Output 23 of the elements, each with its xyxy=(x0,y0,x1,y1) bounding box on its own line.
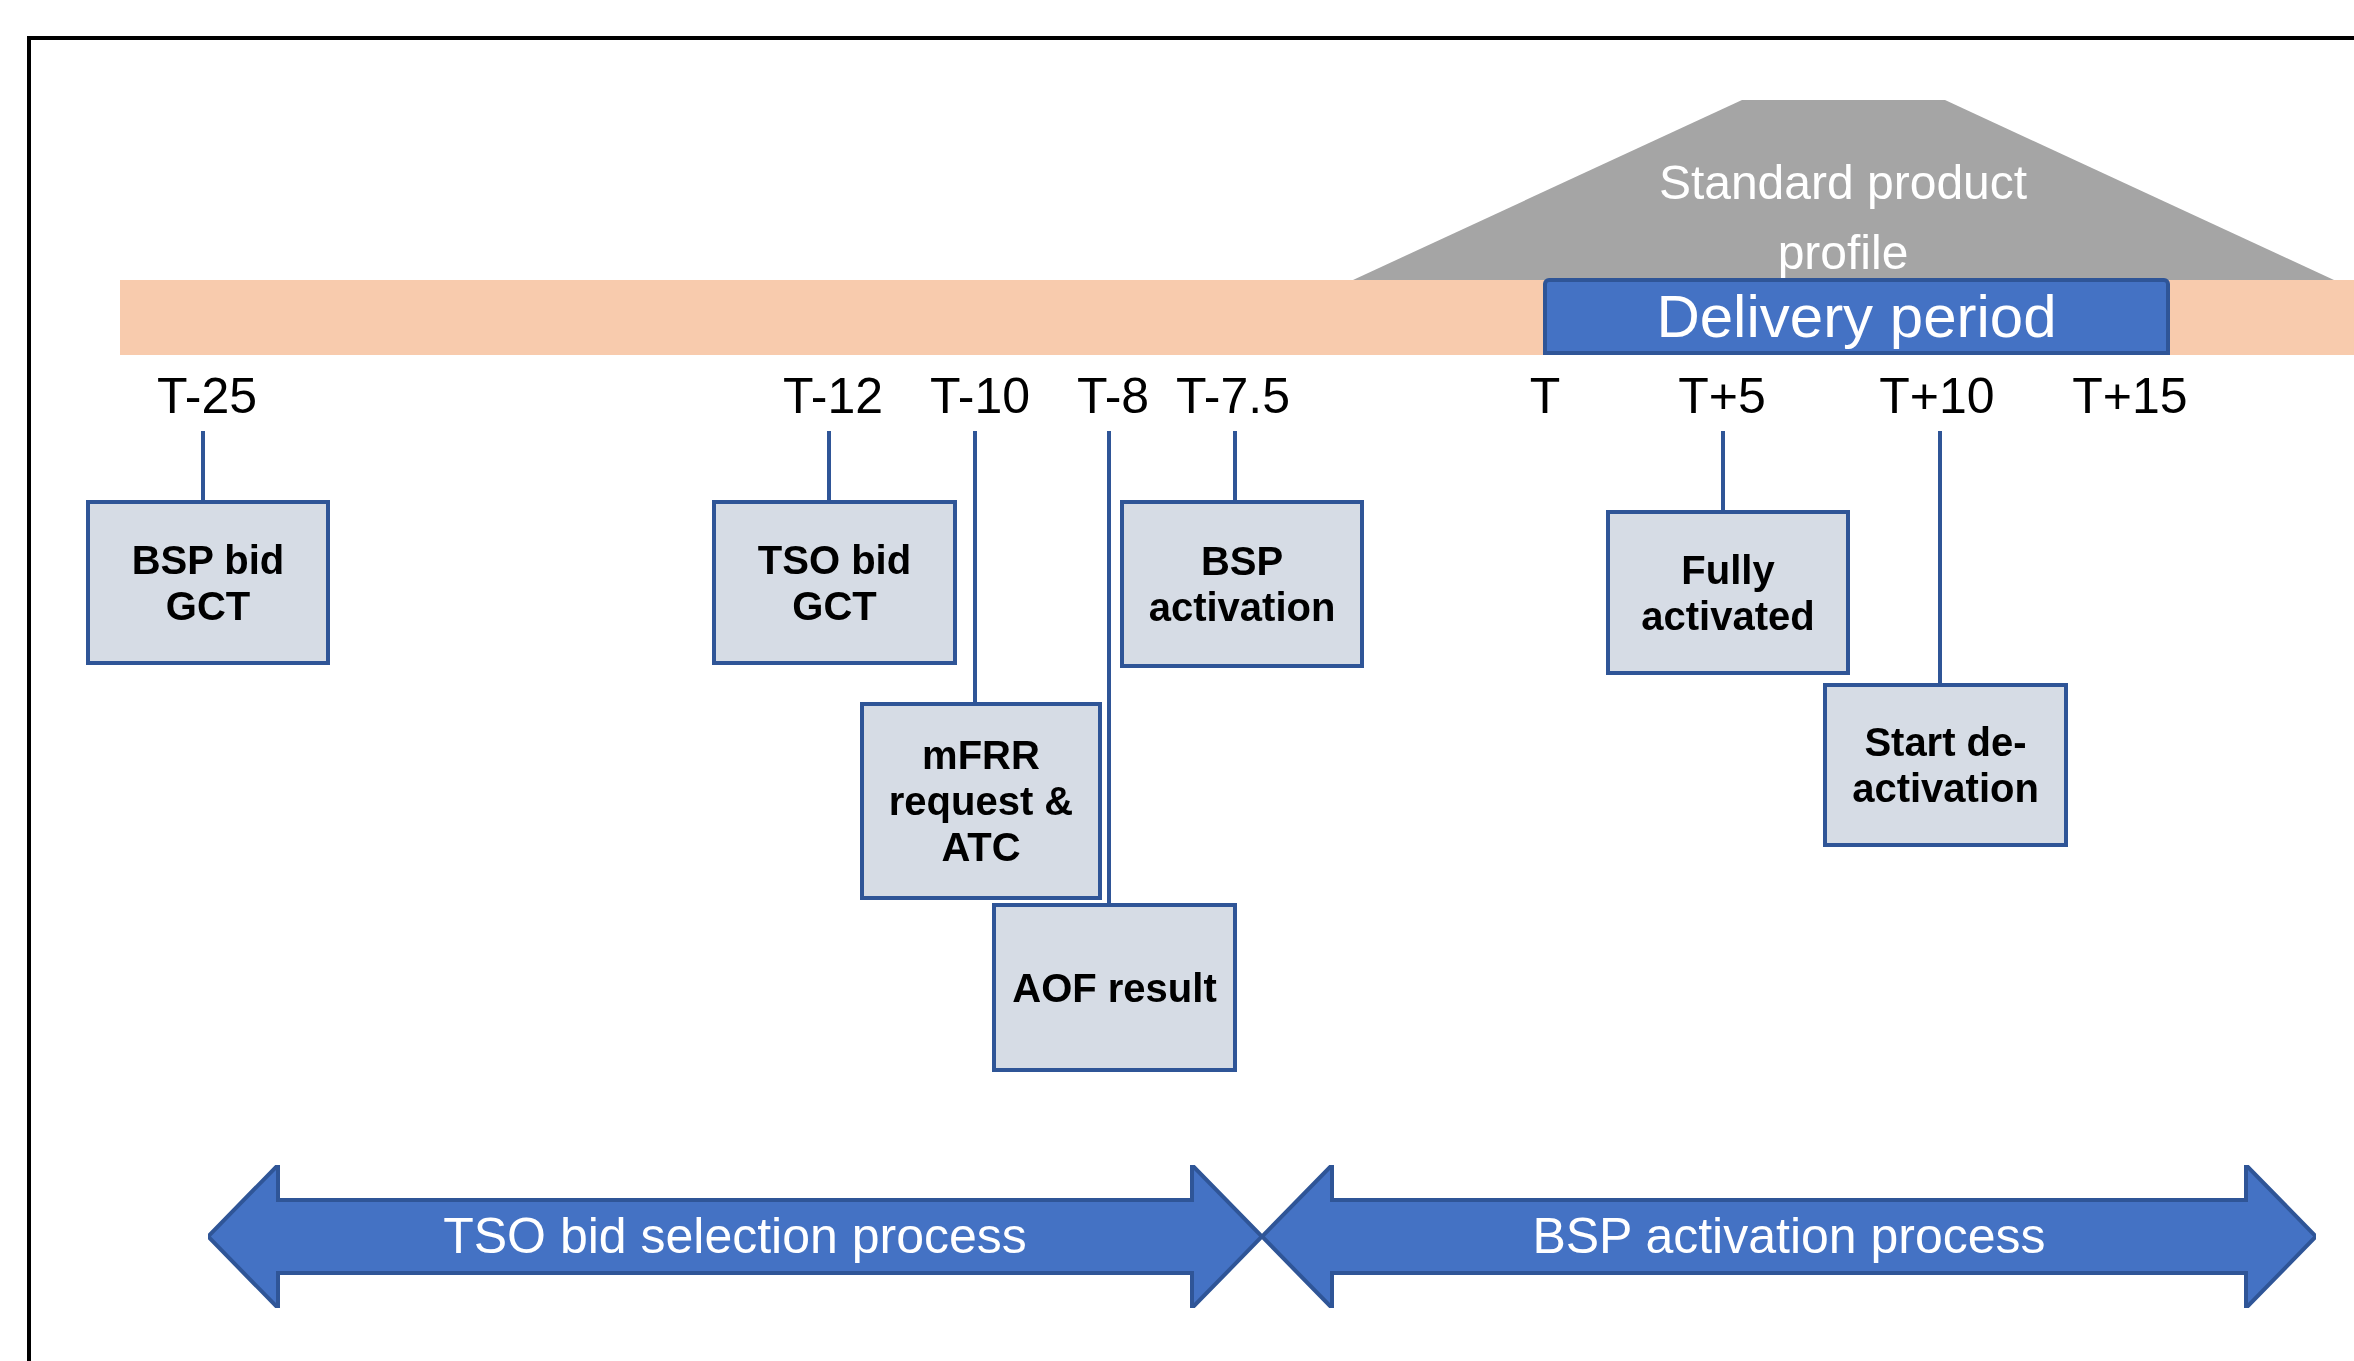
event-box: AOF result xyxy=(992,903,1237,1072)
delivery-period-bar: Delivery period xyxy=(1543,278,2170,355)
connector-line xyxy=(1938,431,1942,683)
event-box: Fully activated xyxy=(1606,510,1850,675)
connector-line xyxy=(1233,431,1237,500)
connector-line xyxy=(1107,431,1111,903)
connector-line xyxy=(827,431,831,500)
time-tick-label: T+15 xyxy=(2050,365,2210,427)
event-box: BSP bid GCT xyxy=(86,500,330,665)
time-tick-label: T+5 xyxy=(1642,365,1802,427)
connector-line xyxy=(201,431,205,500)
connector-line xyxy=(973,431,977,702)
event-box: mFRR request & ATC xyxy=(860,702,1102,900)
double-headed-block-arrow: BSP activation process xyxy=(1262,1165,2316,1308)
double-headed-block-arrow: TSO bid selection process xyxy=(208,1165,1262,1308)
event-box: BSP activation xyxy=(1120,500,1364,668)
event-box: Start de-activation xyxy=(1823,683,2068,847)
time-tick-label: T xyxy=(1505,365,1585,427)
profile-trapezoid: Standard product profile xyxy=(1353,100,2334,280)
time-tick-label: T+10 xyxy=(1857,365,2017,427)
event-box: TSO bid GCT xyxy=(712,500,957,665)
time-tick-label: T-25 xyxy=(127,365,287,427)
connector-line xyxy=(1721,431,1725,510)
